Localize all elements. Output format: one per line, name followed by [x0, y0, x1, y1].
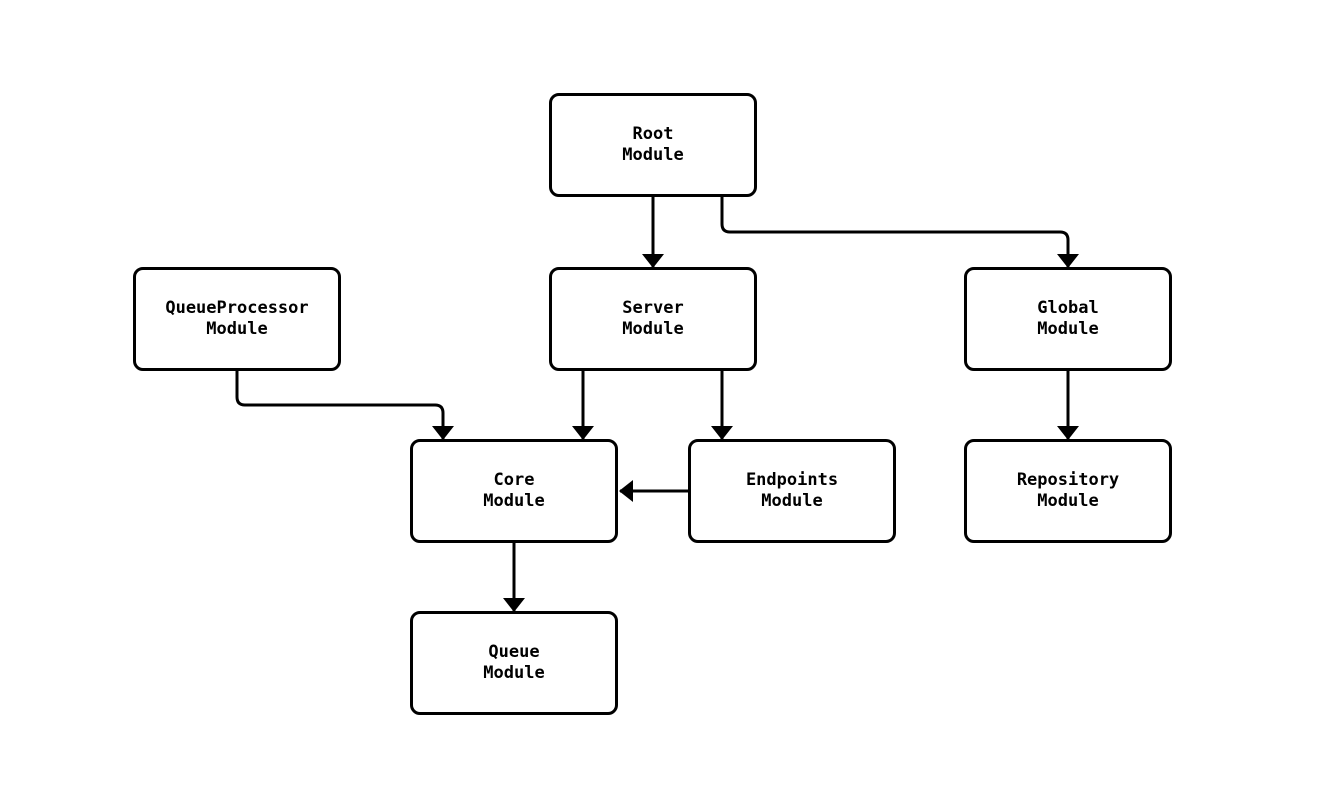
- node-global-module: Global Module: [964, 267, 1172, 371]
- node-server-module: Server Module: [549, 267, 757, 371]
- node-endpoints-module: Endpoints Module: [688, 439, 896, 543]
- node-root-module: Root Module: [549, 93, 757, 197]
- node-queueprocessor-module: QueueProcessor Module: [133, 267, 341, 371]
- edge-root-to-global: [720, 197, 1079, 268]
- node-queue-module: Queue Module: [410, 611, 618, 715]
- node-repository-module: Repository Module: [964, 439, 1172, 543]
- edge-queueprocessor-to-core: [235, 371, 454, 440]
- node-core-module: Core Module: [410, 439, 618, 543]
